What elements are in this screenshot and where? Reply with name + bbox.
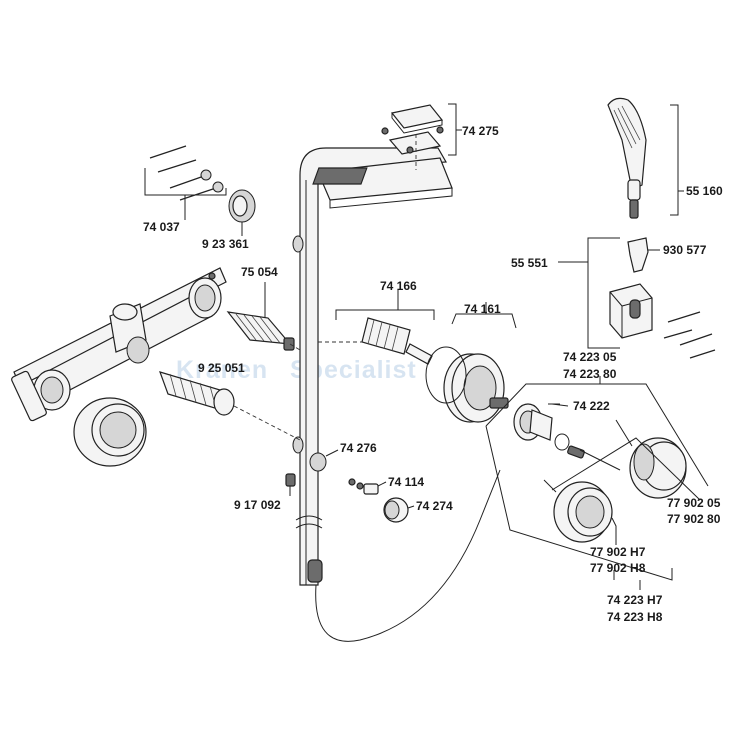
part-930577-holder — [627, 237, 660, 273]
part-75054-cartridge — [226, 282, 301, 351]
label-917092: 9 17 092 — [234, 498, 281, 512]
label-74274: 74 274 — [416, 499, 453, 513]
label-925051: 9 25 051 — [198, 361, 245, 375]
bracket-screws — [663, 311, 716, 359]
label-74223H8: 74 223 H8 — [607, 610, 663, 624]
label-7790280: 77 902 80 — [667, 512, 721, 526]
label-7422305: 74 223 05 — [563, 350, 617, 364]
part-925051-extension — [159, 371, 301, 441]
label-77902H7: 77 902 H7 — [590, 545, 646, 559]
label-74114: 74 114 — [388, 475, 424, 489]
part-923361-cover-cap — [228, 189, 256, 236]
part-74276-plug — [309, 449, 339, 472]
part-917092-grub-screw — [285, 473, 296, 496]
part-55160-hand-shower — [607, 97, 684, 219]
label-74223H7: 74 223 H7 — [607, 593, 663, 607]
bracket-74223H7 — [485, 425, 673, 590]
concealed-valve-trim-ring — [73, 397, 147, 467]
part-74274-cap — [383, 497, 415, 523]
part-74037-wall-screws — [144, 145, 227, 220]
part-77902H7-rosette — [543, 437, 701, 545]
label-55160: 55 160 — [686, 184, 723, 198]
label-923361: 9 23 361 — [202, 237, 249, 251]
part-55551-wall-bracket — [558, 237, 716, 359]
concealed-valve-body — [11, 267, 227, 422]
label-7790205: 77 902 05 — [667, 496, 721, 510]
part-74161-valve-housing — [425, 302, 517, 423]
part-74275-top-plate — [381, 103, 462, 170]
part-labels: 74 275 55 160 74 037 9 23 361 930 577 55… — [143, 124, 723, 624]
label-77902H8: 77 902 H8 — [590, 561, 646, 575]
part-74166-spindle — [318, 290, 435, 365]
label-74166: 74 166 — [380, 279, 417, 293]
label-74275: 74 275 — [462, 124, 499, 138]
bracket-7422305 — [485, 383, 709, 487]
watermark-text-1: Kranen — [176, 356, 268, 384]
label-74222: 74 222 — [573, 399, 610, 413]
label-930577: 930 577 — [663, 243, 707, 257]
part-74114-check-valve — [348, 478, 387, 495]
label-74276: 74 276 — [340, 441, 377, 455]
label-74161: 74 161 — [464, 302, 501, 316]
label-74037: 74 037 — [143, 220, 180, 234]
label-55551: 55 551 — [511, 256, 548, 270]
label-7422380: 74 223 80 — [563, 367, 617, 381]
shower-column — [292, 147, 501, 642]
label-75054: 75 054 — [241, 265, 278, 279]
part-74222-cartridge-set — [513, 403, 585, 459]
